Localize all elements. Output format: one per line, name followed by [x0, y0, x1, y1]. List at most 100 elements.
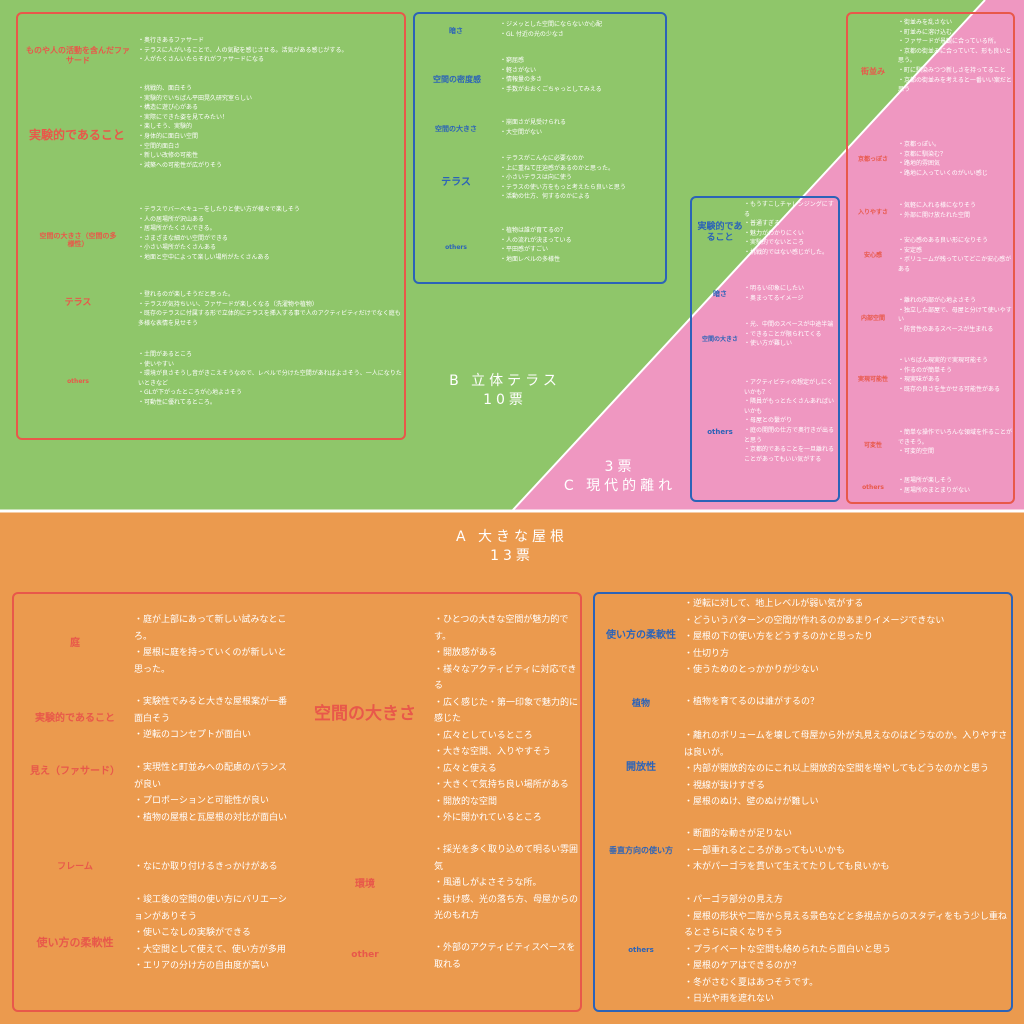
list-item: ・奥行きあるファサード — [138, 37, 205, 44]
list-item: ・離れの内部が心地よさそう — [898, 297, 977, 304]
b-neg-label-1: 空間の密度感 — [433, 75, 481, 84]
b-pos-list-4: ・土間があるところ ・使いやすい ・環境が良さそうし音がきこえそうなので、レベル… — [138, 350, 402, 408]
list-item: ・大空間がない — [500, 128, 543, 136]
list-item: ・楽しそう、実験的 — [138, 123, 193, 131]
list-item: ・仕切り方 — [684, 648, 730, 659]
c-pos-label-0: 街並み — [861, 67, 885, 76]
list-item: ・地面レベルの多様性 — [500, 255, 561, 263]
list-item: ・採光を多く取り込めて明るい雰囲気 — [434, 845, 579, 872]
list-item: ・植物を育てるのは誰がするの？ — [684, 697, 820, 707]
section-b-name: B 立体テラス — [449, 373, 561, 389]
section-b-title: B 立体テラス 10票 — [420, 372, 590, 410]
b-pos-label-2: 空間の大きさ（空間の多様性） — [39, 232, 117, 249]
list-item: ・GL 付近の光の少なさ — [500, 30, 564, 38]
list-item: ・明るい印象にしたい — [744, 285, 805, 292]
list-item: ・屋根に庭を持っていくのが新しいと思った。 — [134, 648, 287, 675]
c-neg-label-3: others — [707, 428, 733, 436]
list-item: ・屋根の下の使い方をどうするのかと思ったり — [684, 632, 874, 642]
list-item: ・パーゴラ部分の見え方 — [684, 895, 784, 905]
b-pos-label-1: 実験的であること — [29, 128, 125, 142]
list-item: ・植物の屋根と瓦屋根の対比が面白い — [134, 812, 288, 823]
b-neg-label-3: テラス — [441, 177, 471, 188]
c-pos-list-6: ・簡単な操作でいろんな領域を作ることができそう。 ・可変的空間 — [898, 428, 1012, 457]
b-pos-list-2: ・テラスでバーベキューをしたりと使い方が様々で楽しそう ・人の居場所が沢山ある … — [138, 205, 402, 263]
section-a-orange-region — [0, 511, 1024, 1024]
c-pos-list-2: ・気軽に入れる様になりそう ・外部に開け放たれた空間 — [898, 201, 1012, 220]
list-item: ・登れるのが楽しそうだと思った。 — [138, 291, 235, 298]
list-item: ・庭の開閉の仕方で奥行きが出ると思う — [744, 426, 835, 444]
list-item: ・断面的な動きが足りない — [684, 829, 793, 839]
section-c-votes: 3票 — [604, 459, 636, 475]
a-pos-mid-label-1: 環境 — [355, 879, 375, 890]
c-pos-list-4: ・離れの内部が心地よさそう ・独立した部屋で、母屋と分けて使いやすい ・防音性の… — [898, 296, 1012, 334]
list-item: ・逆転のコンセプトが面白い — [134, 730, 252, 740]
list-item: ・ボリュームが残っていてどこか安心感がある — [898, 256, 1012, 273]
c-neg-list-3: ・アクティビティの想定がしにくいかも？ ・隣員がもっとたくさんあればいいかも ・… — [744, 378, 836, 464]
b-negative-box — [413, 12, 667, 284]
a-pos-label-0: 庭 — [70, 638, 80, 649]
c-pos-list-1: ・京都っぽい。 ・京都に馴染む？ ・路地的雰囲気 ・路地に入っていくのがいい感じ — [898, 140, 1012, 178]
list-item: ・どういうパターンの空間が作れるのかあまりイメージできない — [684, 615, 945, 626]
list-item: ・京都っぽい。 — [898, 141, 941, 148]
a-pos-label-3: フレーム — [57, 862, 93, 872]
a-neg-label-0: 使い方の柔軟性 — [606, 630, 676, 641]
list-item: ・小さいテラスは向に使う — [500, 174, 572, 182]
b-neg-label-4: others — [445, 244, 467, 251]
list-item: ・使いやすい — [138, 360, 175, 368]
list-item: ・屋根のケアはできるのか？ — [684, 961, 801, 971]
list-item: ・庭が上部にあって新しい試みなところ。 — [134, 615, 287, 642]
list-item: ・外部のアクティビティスペースを取れる — [434, 943, 576, 970]
list-item: ・独立した部屋で、母屋と分けて使いやすい — [898, 306, 1012, 324]
list-item: ・気軽に入れる様になりそう — [898, 202, 977, 209]
list-item: ・大きな空間、入りやすそう — [434, 747, 552, 757]
list-item: ・様々なアクティビティに対応できる — [434, 664, 577, 692]
list-item: ・テラスに人がいることで、人の気配を感じさせる。活気がある感じがする。 — [138, 46, 348, 54]
a-pos-mid-label-2: other — [351, 950, 379, 960]
list-item: ・冬がさむく夏はあつそうです。 — [684, 977, 819, 988]
list-item: ・挑戦的ではない感じがした。 — [744, 248, 829, 256]
list-item: ・離れのボリュームを壊して母屋から外が丸見えなのはどうなのか。入りやすさは良いが… — [684, 731, 1008, 758]
list-item: ・現実味がある — [898, 376, 941, 384]
c-negative-box — [690, 196, 840, 502]
list-item: ・使い方が難しい — [744, 340, 793, 348]
b-neg-label-2: 空間の大きさ — [435, 125, 477, 133]
c-pos-list-7: ・居場所が楽しそう ・居場所のまとまりがない — [898, 476, 1012, 495]
c-pos-label-6: 可変性 — [863, 442, 882, 449]
list-item: ・安心感のある良い形になりそう — [898, 237, 989, 244]
list-item: ・新しい改修の可能性 — [138, 152, 199, 160]
list-item: ・屋根のぬけ、壁のぬけが難しい — [684, 797, 819, 807]
b-neg-list-3: ・テラスがこんなに必要なのか ・上に重ねて圧迫感があるのかと思った。 ・小さいテ… — [500, 154, 662, 202]
b-neg-label-0: 暗さ — [449, 27, 463, 35]
list-item: ・軽さがない — [500, 66, 537, 74]
list-item: ・開放感がある — [434, 648, 498, 658]
list-item: ・路地的雰囲気 — [898, 160, 941, 168]
list-item: ・実現性と町並みへの配慮のバランスが良い — [134, 763, 287, 790]
list-item: ・奥まってるイメージ — [744, 294, 804, 302]
a-pos-list-1: ・実験性でみると大きな屋根案が一番面白そう ・逆転のコンセプトが面白い — [134, 694, 288, 744]
section-a-title: A 大きな屋根 13票 — [420, 528, 604, 566]
list-item: ・隣員がもっとたくさんあればいいかも — [744, 398, 835, 415]
list-item: ・内部が開放的なのにこれ以上開放的な空間を増やしてもどうなのかと思う — [684, 764, 989, 774]
list-item: ・街並みを乱さない — [898, 19, 953, 26]
list-item: ・京都の街並みに合っていて、形も良いと思う。 — [898, 47, 1012, 65]
a-pos-label-1: 実験的であること — [35, 713, 115, 724]
b-neg-list-1: ・窮屈感 ・軽さがない ・情報量の多さ ・手数がおおくごちゃっとしてみえる — [500, 56, 662, 94]
list-item: ・居場所が楽しそう — [898, 477, 953, 484]
list-item: ・竣工後の空間の使い方にバリエーションがありそう — [134, 895, 287, 922]
list-item: ・防音性のあるスペースが生まれる — [898, 325, 994, 333]
b-neg-list-4: ・植物は誰が育てるの？ ・人の流れが決まっている ・平田感がすごい ・地面レベル… — [500, 226, 662, 264]
list-item: ・可変的空間 — [898, 448, 935, 456]
list-item: ・人の居場所が沢山ある — [138, 215, 205, 223]
list-item: ・植物は誰が育てるの？ — [500, 227, 567, 234]
list-item: ・挑戦的、面白そう — [138, 85, 193, 92]
list-item: ・崩面さが見受けられる — [500, 119, 567, 126]
list-item: ・使いこなしの実験ができる — [134, 928, 251, 938]
a-pos-label-2: 見え（ファサード） — [30, 766, 120, 777]
list-item: ・できることが限られてくる — [744, 330, 822, 338]
list-item: ・抜け感、光の落ち方、母屋からの光のもれ方 — [434, 894, 579, 922]
list-item: ・可動性に優れてるところ。 — [138, 398, 216, 406]
a-negative-box — [593, 592, 1013, 1012]
list-item: ・広々としているところ — [434, 730, 533, 741]
c-positive-box — [846, 12, 1015, 504]
list-item: ・居場所のまとまりがない — [898, 486, 971, 494]
